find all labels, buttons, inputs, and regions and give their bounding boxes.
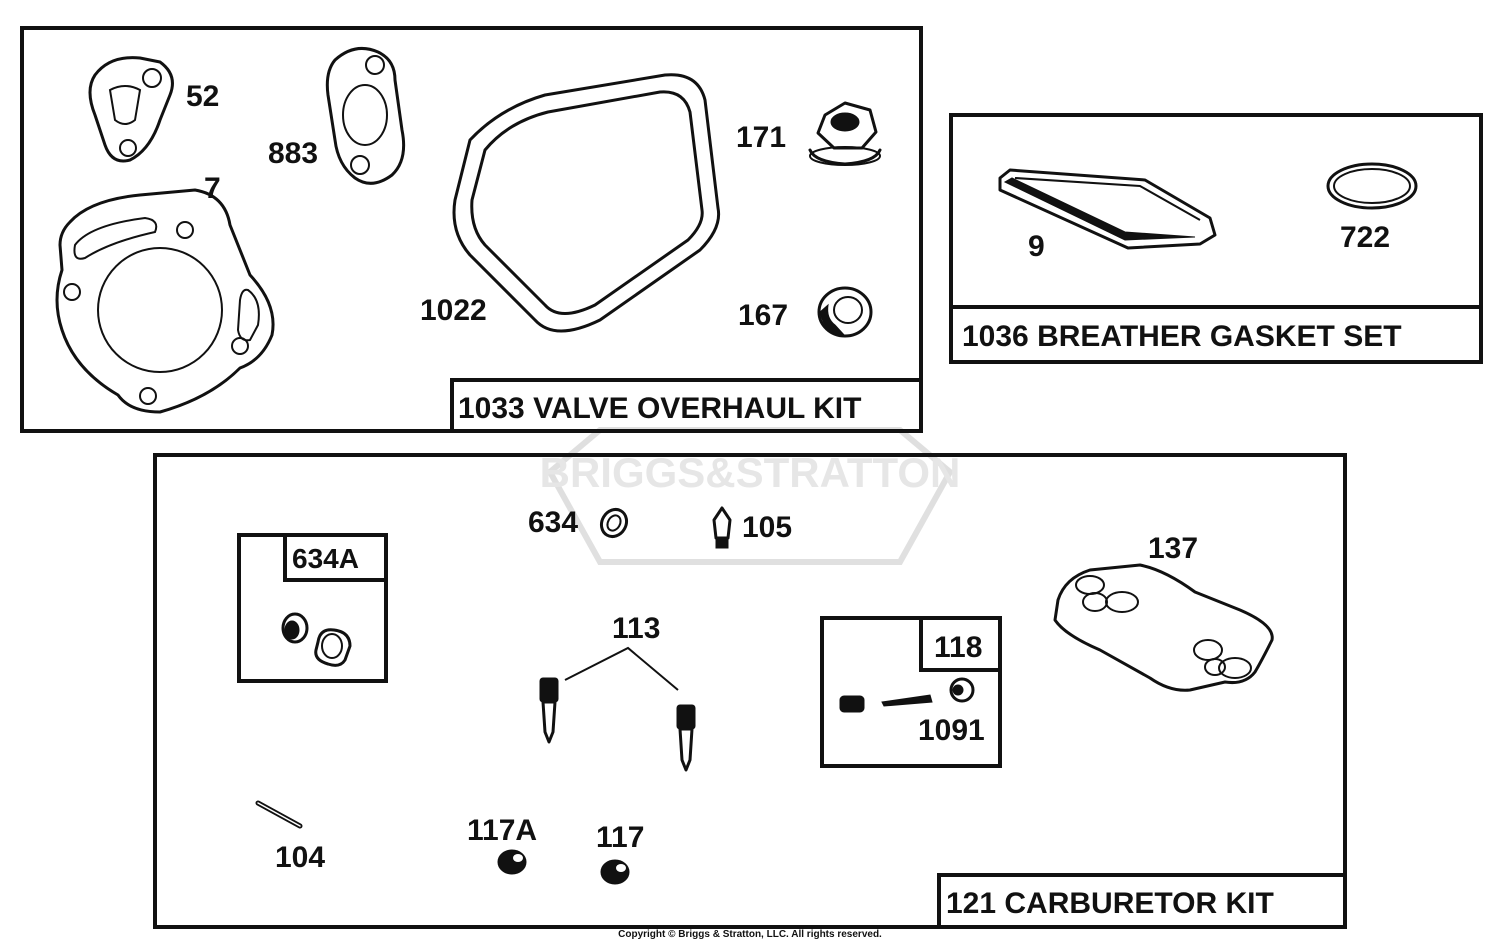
- breather-gasket-set-title: 1036 BREATHER GASKET SET: [962, 320, 1402, 353]
- part-9-label: 9: [1028, 230, 1045, 263]
- valve-overhaul-kit-title: 1033 VALVE OVERHAUL KIT: [458, 392, 861, 425]
- part-7-head-gasket: [55, 188, 275, 414]
- part-171-nut: [808, 101, 882, 166]
- part-9-breather-gasket: [998, 168, 1217, 250]
- part-634a-seals: [281, 612, 352, 667]
- sub-kit-118-title-box: [919, 616, 1002, 672]
- part-52-label: 52: [186, 80, 219, 113]
- part-105-label: 105: [742, 511, 792, 544]
- part-113-idle-needles: [539, 646, 696, 772]
- part-171-label: 171: [736, 121, 786, 154]
- part-52-gasket: [88, 56, 174, 163]
- sub-kit-118-frame: [820, 616, 1002, 768]
- part-883-label: 883: [268, 137, 318, 170]
- sub-kit-634a-title-box: [283, 533, 388, 582]
- part-167-label: 167: [738, 299, 788, 332]
- part-117a-plug: [497, 849, 527, 875]
- carburetor-kit-title-box: [937, 873, 1347, 929]
- part-105-needle: [712, 506, 732, 549]
- part-137-carb-gasket: [1053, 563, 1274, 692]
- part-1022-cover-gasket: [452, 73, 721, 333]
- part-722-o-ring: [1326, 162, 1418, 210]
- part-104-label: 104: [275, 841, 325, 874]
- sub-kit-634a-title: 634A: [292, 543, 359, 574]
- part-104-pin: [255, 800, 303, 829]
- part-1091-label: 1091: [918, 714, 985, 747]
- part-1022-label: 1022: [420, 294, 487, 327]
- carburetor-kit-frame: [153, 453, 1347, 929]
- part-113-label: 113: [612, 612, 660, 645]
- copyright-notice: Copyright © Briggs & Stratton, LLC. All …: [618, 929, 882, 940]
- part-1091-mixture-screw: [839, 677, 975, 713]
- breather-gasket-set-frame: [949, 113, 1483, 364]
- part-7-label: 7: [204, 172, 221, 205]
- carburetor-kit-title: 121 CARBURETOR KIT: [946, 887, 1274, 920]
- part-117a-label: 117A: [467, 814, 537, 847]
- part-722-label: 722: [1340, 221, 1390, 254]
- part-117-label: 117: [596, 821, 644, 854]
- part-137-label: 137: [1148, 532, 1198, 565]
- part-167-valve-seal: [817, 286, 873, 338]
- part-634-label: 634: [528, 506, 578, 539]
- part-117-plug: [600, 859, 630, 885]
- valve-overhaul-kit-title-box: [450, 378, 923, 433]
- part-634-seal: [599, 507, 629, 539]
- part-883-gasket: [325, 46, 406, 185]
- sub-kit-118-title: 118: [934, 631, 982, 664]
